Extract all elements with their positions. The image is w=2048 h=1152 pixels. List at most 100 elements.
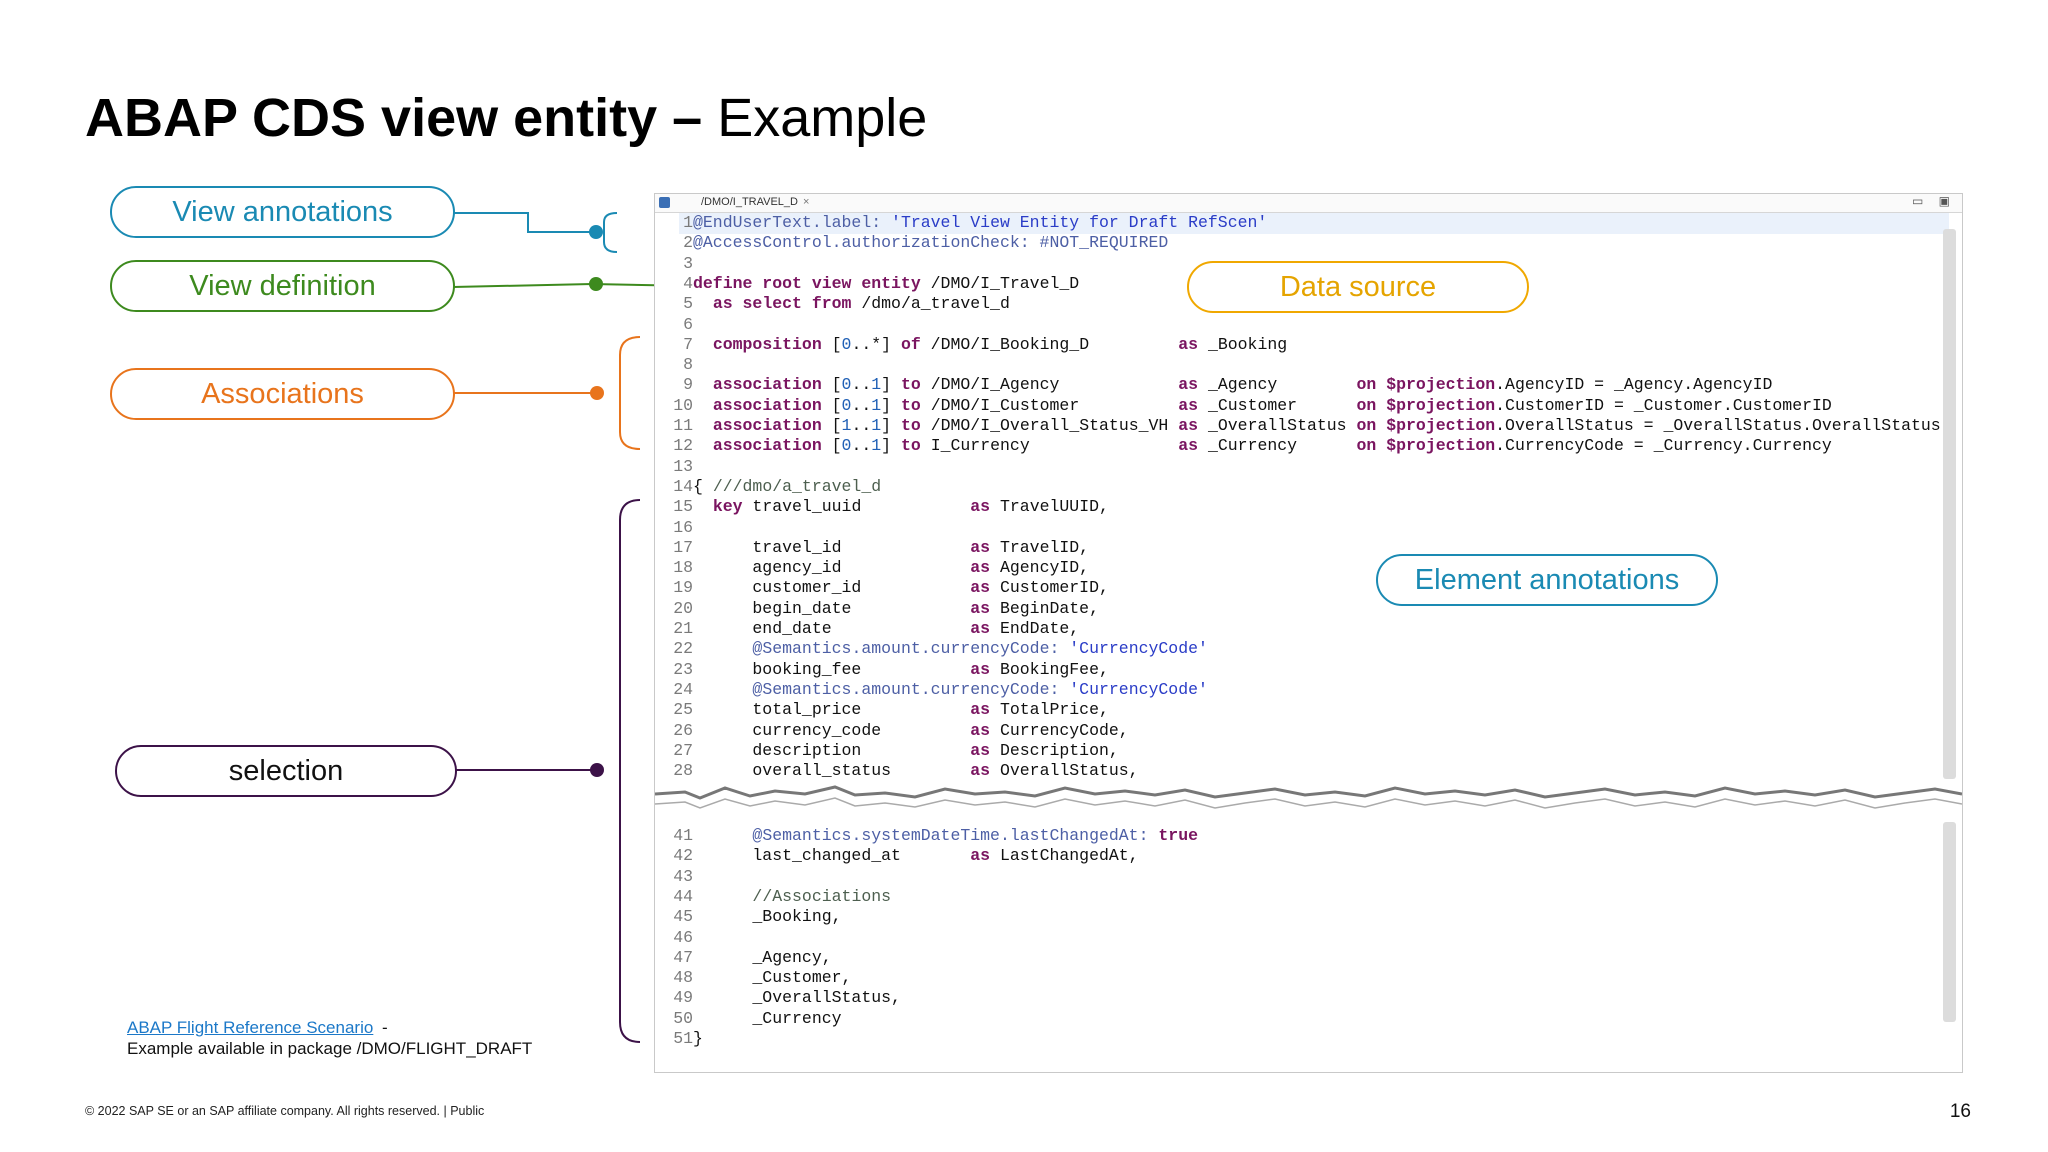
view-annotations-connector	[453, 212, 592, 233]
line-number: 8	[683, 355, 693, 375]
line-number: 7	[683, 334, 693, 354]
scrollbar-top[interactable]	[1943, 229, 1956, 779]
line-number: 2	[683, 233, 693, 253]
line-number: 12	[673, 436, 693, 456]
code-section-top: 1@EndUserText.label: 'Travel View Entity…	[655, 213, 1945, 783]
code-text: association [0..1] to /DMO/I_Agency as _…	[712, 375, 1773, 395]
code-text: last_changed_at as LastChangedAt,	[693, 846, 1139, 866]
code-text: composition [0..*] of /DMO/I_Booking_D a…	[712, 334, 1288, 354]
view-annotations-bracket	[603, 212, 618, 253]
scrollbar-bottom[interactable]	[1943, 822, 1956, 1022]
line-number: 17	[673, 537, 693, 557]
associations-bracket	[619, 336, 641, 450]
line-number: 46	[673, 927, 693, 947]
reference-scenario-link[interactable]: ABAP Flight Reference Scenario	[127, 1018, 374, 1037]
title-bold: ABAP CDS view entity –	[85, 88, 703, 148]
line-number: 41	[673, 826, 693, 845]
line-number: 23	[673, 659, 693, 679]
code-text: booking_fee as BookingFee,	[693, 659, 1109, 679]
editor-tab-bar: /DMO/I_TRAVEL_D × ▭ ▣	[655, 194, 1962, 213]
associations-callout: Associations	[110, 368, 455, 420]
copyright: © 2022 SAP SE or an SAP affiliate compan…	[85, 1104, 485, 1118]
line-number: 9	[683, 375, 693, 395]
line-number: 13	[673, 456, 693, 476]
code-text: @AccessControl.authorizationCheck: #NOT_…	[693, 233, 1169, 253]
code-text: total_price as TotalPrice,	[693, 700, 1109, 720]
line-number: 16	[673, 517, 693, 537]
code-text: _Currency	[693, 1008, 842, 1028]
line-number: 44	[673, 886, 693, 906]
code-text: @Semantics.amount.currencyCode: 'Currenc…	[752, 679, 1208, 699]
title-rest: Example	[702, 88, 928, 148]
torn-edge-lines	[655, 785, 1962, 809]
code-text: { ///dmo/a_travel_d	[693, 476, 882, 496]
code-text: @Semantics.systemDateTime.lastChangedAt:…	[752, 826, 1198, 845]
footer-package-text: Example available in package /DMO/FLIGHT…	[127, 1039, 533, 1058]
line-number: 43	[673, 866, 693, 886]
code-text: travel_id as TravelID,	[693, 537, 1090, 557]
line-number: 6	[683, 314, 693, 334]
code-text: association [0..1] to /DMO/I_Customer as…	[712, 395, 1832, 415]
code-text: @Semantics.amount.currencyCode: 'Currenc…	[752, 639, 1208, 659]
associations-dot	[590, 386, 604, 400]
selection-callout: selection	[115, 745, 457, 797]
file-icon	[659, 197, 670, 208]
view-annotations-callout: View annotations	[110, 186, 455, 238]
line-number: 11	[673, 416, 693, 435]
selection-bracket	[619, 499, 641, 1043]
line-number: 25	[673, 700, 693, 720]
code-text: begin_date as BeginDate,	[693, 598, 1099, 618]
code-text: association [0..1] to I_Currency as _Cur…	[712, 436, 1832, 456]
line-number: 14	[673, 476, 693, 496]
line-number: 50	[673, 1008, 693, 1028]
line-number: 47	[673, 947, 693, 967]
code-text: currency_code as CurrencyCode,	[693, 720, 1129, 740]
footer-dash: -	[382, 1018, 388, 1037]
code-text: as select from /dmo/a_travel_d	[712, 294, 1010, 314]
line-number: 5	[683, 294, 693, 314]
line-number: 4	[683, 273, 693, 293]
torn-edge	[655, 782, 1962, 816]
code-text: _Booking,	[693, 907, 842, 927]
line-number: 27	[673, 740, 693, 760]
page-number: 16	[1949, 1101, 1971, 1122]
line-number: 22	[673, 639, 693, 659]
code-text: _OverallStatus,	[693, 988, 901, 1008]
page-title: ABAP CDS view entity – Example	[85, 86, 927, 150]
line-number: 45	[673, 907, 693, 927]
current-line-highlight	[679, 213, 1949, 234]
close-icon[interactable]: ×	[803, 196, 810, 208]
view-definition-callout: View definition	[110, 260, 455, 312]
selection-dot	[590, 763, 604, 777]
code-text: description as Description,	[693, 740, 1119, 760]
editor-tab-label: /DMO/I_TRAVEL_D	[701, 196, 798, 208]
code-text: key travel_uuid as TravelUUID,	[712, 497, 1109, 517]
line-number: 48	[673, 968, 693, 988]
code-text: customer_id as CustomerID,	[693, 578, 1109, 598]
line-number: 3	[683, 253, 693, 273]
line-number: 51	[673, 1029, 693, 1048]
line-number: 10	[673, 395, 693, 415]
window-buttons[interactable]: ▭ ▣	[1911, 194, 1956, 208]
line-number: 49	[673, 988, 693, 1008]
editor-tab[interactable]: /DMO/I_TRAVEL_D ×	[701, 196, 809, 208]
line-number: 28	[673, 761, 693, 781]
code-text: }	[693, 1029, 703, 1048]
code-editor: /DMO/I_TRAVEL_D × ▭ ▣ 1@EndUserText.label…	[654, 193, 1963, 1073]
line-number: 21	[673, 619, 693, 638]
code-section-bottom: 41 @Semantics.systemDateTime.lastChanged…	[655, 826, 1945, 1066]
code-text: @EndUserText.label: 'Travel View Entity …	[693, 213, 1268, 232]
code-text: _Agency,	[693, 947, 832, 967]
line-number: 20	[673, 598, 693, 618]
code-text: agency_id as AgencyID,	[693, 558, 1090, 578]
code-text: association [1..1] to /DMO/I_Overall_Sta…	[712, 416, 1941, 435]
view-annotations-dot	[589, 225, 603, 239]
line-number: 1	[683, 213, 693, 232]
code-text: end_date as EndDate,	[693, 619, 1080, 638]
line-number: 42	[673, 846, 693, 866]
line-number: 26	[673, 720, 693, 740]
data-source-callout: Data source	[1187, 261, 1529, 313]
view-definition-dot	[589, 277, 603, 291]
line-number: 18	[673, 558, 693, 578]
code-text: define root view entity /DMO/I_Travel_D	[693, 273, 1080, 293]
